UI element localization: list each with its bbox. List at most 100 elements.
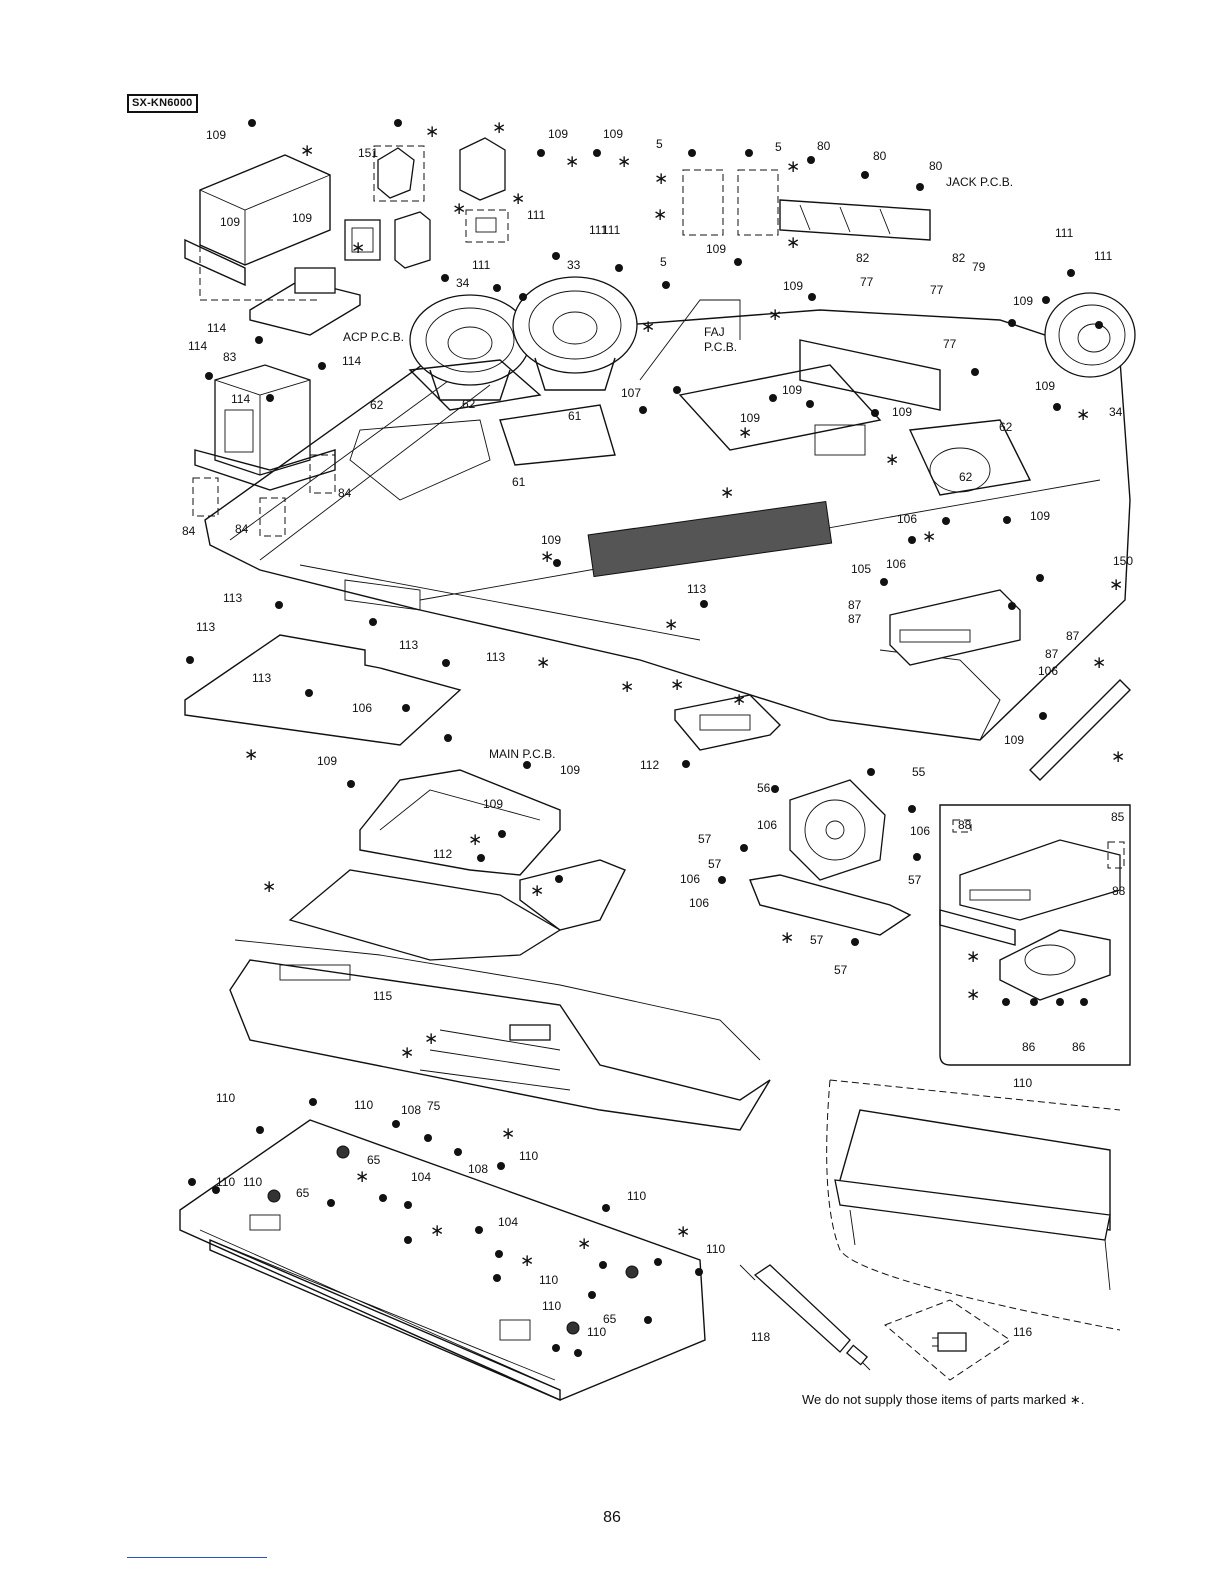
asterisk-marker: ∗	[1092, 653, 1106, 673]
asterisk-marker: ∗	[400, 1043, 414, 1063]
fan-mount-plate	[749, 874, 912, 936]
acp-bracket-group	[184, 137, 509, 336]
part-label: 82	[856, 251, 870, 265]
part-label: 113	[252, 671, 271, 685]
part-label: 5	[656, 137, 663, 151]
asterisk-marker: ∗	[351, 238, 365, 258]
part-label: 113	[399, 638, 418, 652]
asterisk-marker: ∗	[540, 547, 554, 567]
part-label: 88	[958, 818, 972, 832]
part-label: 109	[206, 128, 226, 142]
part-label: 110	[216, 1175, 235, 1189]
part-label: 105	[851, 562, 871, 576]
part-label: 109	[1013, 294, 1033, 308]
part-label: 33	[567, 258, 581, 272]
part-label: 111	[602, 223, 621, 237]
asterisk-marker: ∗	[501, 1124, 515, 1144]
bottom-plate	[184, 634, 462, 746]
part-label: 57	[698, 832, 712, 846]
part-label: 111	[589, 223, 608, 237]
part-label: 113	[223, 591, 242, 605]
part-label: 114	[342, 354, 361, 368]
ac-cord-116	[739, 1264, 871, 1371]
part-label: 109	[483, 797, 503, 811]
part-label: 5	[775, 140, 782, 154]
part-label: 110	[706, 1242, 725, 1256]
part-label: 65	[603, 1312, 617, 1326]
asterisk-marker: ∗	[511, 189, 525, 209]
part-label: 113	[687, 582, 706, 596]
asterisk-marker: ∗	[664, 615, 678, 635]
asterisk-marker: ∗	[780, 928, 794, 948]
asterisk-marker: ∗	[530, 881, 544, 901]
part-label: 86	[1022, 1040, 1036, 1054]
main-pcb-label: MAIN P.C.B.	[489, 747, 555, 761]
asterisk-marker: ∗	[452, 199, 466, 219]
part-label: 83	[223, 350, 237, 364]
part-label: 112	[640, 758, 659, 772]
part-label: 84	[338, 486, 352, 500]
part-label: 57	[908, 873, 922, 887]
part-label: 110	[216, 1091, 235, 1105]
part-label: 112	[433, 847, 452, 861]
bottom-cabinet	[179, 1119, 706, 1402]
part-label: 106	[352, 701, 372, 715]
transformer-83	[192, 364, 336, 537]
asterisk-marker: ∗	[1076, 405, 1090, 425]
part-label: 109	[220, 215, 240, 229]
part-label: 80	[929, 159, 943, 173]
asterisk-marker: ∗	[262, 877, 276, 897]
fan-55	[789, 779, 886, 881]
asterisk-marker: ∗	[355, 1167, 369, 1187]
part-label: 110	[354, 1098, 373, 1112]
part-label: 87	[1045, 647, 1059, 661]
part-label: 109	[706, 242, 726, 256]
asterisk-marker: ∗	[732, 690, 746, 710]
asterisk-marker: ∗	[425, 122, 439, 142]
part-label: 110	[1013, 1076, 1032, 1090]
asterisk-marker: ∗	[430, 1221, 444, 1241]
asterisk-marker: ∗	[565, 152, 579, 172]
bracket-112	[674, 694, 781, 751]
part-label: 111	[527, 208, 546, 222]
asterisk-marker: ∗	[653, 205, 667, 225]
part-label: 56	[757, 781, 771, 795]
part-label: 109	[292, 211, 312, 225]
part-label: 77	[943, 337, 957, 351]
part-label: 113	[486, 650, 505, 664]
speaker-34-right	[1044, 292, 1136, 378]
part-label: 106	[897, 512, 917, 526]
part-label: 110	[519, 1149, 538, 1163]
asterisk-marker: ∗	[536, 653, 550, 673]
part-label: 62	[462, 397, 476, 411]
part-label: 109	[548, 127, 568, 141]
part-label: 87	[848, 598, 862, 612]
part-label: 106	[886, 557, 906, 571]
part-label: 109	[603, 127, 623, 141]
part-label: 109	[740, 411, 760, 425]
part-label: 116	[1013, 1325, 1032, 1339]
part-label: 151	[358, 146, 378, 160]
main-pcb-bracket	[288, 769, 626, 961]
asterisk-marker: ∗	[966, 985, 980, 1005]
part-label: 108	[401, 1103, 421, 1117]
part-label: 65	[367, 1153, 381, 1167]
asterisk-marker: ∗	[885, 450, 899, 470]
asterisk-marker: ∗	[922, 527, 936, 547]
part-label: 111	[1055, 226, 1074, 240]
part-label: 114	[231, 392, 250, 406]
part-label: 115	[373, 989, 392, 1003]
part-label: 109	[1004, 733, 1024, 747]
part-label: 80	[873, 149, 887, 163]
part-label: 82	[952, 251, 966, 265]
screw-markers	[186, 119, 1103, 1357]
asterisk-marker: ∗	[768, 305, 782, 325]
part-label: 106	[757, 818, 777, 832]
music-stand-118	[826, 1079, 1121, 1331]
part-label: 113	[196, 620, 215, 634]
part-label: 104	[498, 1215, 518, 1229]
plug-adapter-150	[884, 1299, 1011, 1381]
asterisk-marker: ∗	[300, 141, 314, 161]
asterisk-marker: ∗	[1111, 747, 1125, 767]
